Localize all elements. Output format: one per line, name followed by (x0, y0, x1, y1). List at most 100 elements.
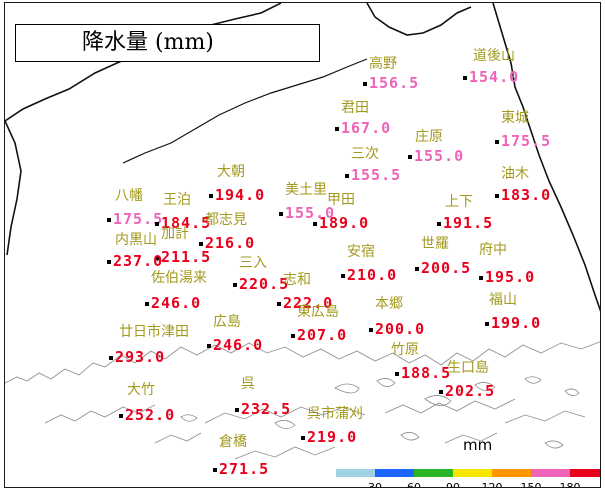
station-value: 200.5 (421, 259, 472, 277)
legend-tick-label: 30 (368, 481, 382, 488)
station-dot (155, 256, 159, 260)
legend-swatch (453, 469, 492, 477)
legend-swatch (492, 469, 531, 477)
station-name: 美土里 (285, 182, 327, 198)
legend-swatch (375, 469, 414, 477)
station-name: 甲田 (327, 192, 355, 208)
station-dot (107, 218, 111, 222)
station-dot (437, 222, 441, 226)
station-dot (341, 274, 345, 278)
station-name: 大竹 (127, 382, 155, 398)
station-dot (277, 302, 281, 306)
legend-swatch (531, 469, 570, 477)
station-name: 世羅 (421, 236, 449, 252)
station-dot (235, 408, 239, 412)
station-value: 222.0 (283, 294, 334, 312)
legend-tick-label: 60 (407, 481, 421, 488)
station-value: 154.0 (469, 68, 520, 86)
coastline (5, 341, 600, 460)
station-name: 上下 (445, 194, 473, 210)
station-name: 志和 (283, 272, 311, 288)
station-value: 167.0 (341, 119, 392, 137)
station-value: 189.0 (319, 214, 370, 232)
station-dot (335, 127, 339, 131)
station-value: 216.0 (205, 234, 256, 252)
station-value: 232.5 (241, 400, 292, 418)
station-dot (369, 328, 373, 332)
station-value: 155.0 (285, 204, 336, 222)
legend-tick-label: 120 (481, 481, 503, 488)
station-value: 252.0 (125, 406, 176, 424)
station-value: 210.0 (347, 266, 398, 284)
station-dot (207, 344, 211, 348)
station-value: 195.0 (485, 268, 536, 286)
station-dot (279, 212, 283, 216)
station-value: 156.5 (369, 74, 420, 92)
station-name: 府中 (479, 242, 507, 258)
station-name: 大朝 (217, 164, 245, 180)
station-name: 呉市蒲刈 (307, 406, 363, 422)
station-value: 246.0 (213, 336, 264, 354)
station-value: 271.5 (219, 460, 270, 478)
station-dot (463, 76, 467, 80)
station-dot (155, 222, 159, 226)
station-name: 広島 (213, 314, 241, 330)
station-name: 安宿 (347, 244, 375, 260)
legend-swatch (570, 469, 600, 477)
station-dot (233, 283, 237, 287)
station-name: 加計 (161, 226, 189, 242)
station-name: 廿日市津田 (119, 324, 189, 340)
station-name: 倉橋 (219, 434, 247, 450)
station-value: 202.5 (445, 382, 496, 400)
station-value: 246.0 (151, 294, 202, 312)
station-name: 本郷 (375, 296, 403, 312)
legend-tick-label: 90 (446, 481, 460, 488)
legend-color-bar (336, 469, 600, 477)
station-dot (213, 468, 217, 472)
station-name: 竹原 (391, 342, 419, 358)
station-dot (439, 390, 443, 394)
station-value: 175.5 (113, 210, 164, 228)
station-dot (495, 194, 499, 198)
station-dot (395, 372, 399, 376)
station-value: 188.5 (401, 364, 452, 382)
station-name: 呉 (241, 376, 255, 392)
station-value: 207.0 (297, 326, 348, 344)
station-dot (145, 302, 149, 306)
station-dot (291, 334, 295, 338)
station-name: 君田 (341, 100, 369, 116)
legend-unit: mm (463, 436, 493, 454)
station-dot (107, 260, 111, 264)
map-title: 降水量 (mm) (15, 24, 320, 62)
station-name: 内黒山 (115, 232, 157, 248)
station-dot (408, 155, 412, 159)
station-value: 175.5 (501, 132, 552, 150)
station-dot (301, 436, 305, 440)
station-value: 191.5 (443, 214, 494, 232)
station-name: 都志見 (205, 212, 247, 228)
station-name: 油木 (501, 166, 529, 182)
station-name: 高野 (369, 56, 397, 72)
legend-swatch (336, 469, 375, 477)
station-name: 東城 (501, 110, 529, 126)
legend-tick-label: 180 (559, 481, 581, 488)
station-dot (209, 194, 213, 198)
station-dot (109, 356, 113, 360)
station-value: 220.5 (239, 275, 290, 293)
station-name: 福山 (489, 292, 517, 308)
station-dot (363, 82, 367, 86)
station-dot (119, 414, 123, 418)
station-value: 211.5 (161, 248, 212, 266)
station-value: 155.0 (414, 147, 465, 165)
station-value: 155.5 (351, 166, 402, 184)
station-name: 八幡 (115, 188, 143, 204)
station-name: 佐伯湯来 (151, 270, 207, 286)
station-name: 庄原 (415, 129, 443, 145)
station-dot (313, 222, 317, 226)
station-name: 生口島 (447, 360, 489, 376)
station-dot (199, 242, 203, 246)
station-dot (479, 276, 483, 280)
station-value: 237.0 (113, 252, 164, 270)
station-name: 王泊 (163, 192, 191, 208)
